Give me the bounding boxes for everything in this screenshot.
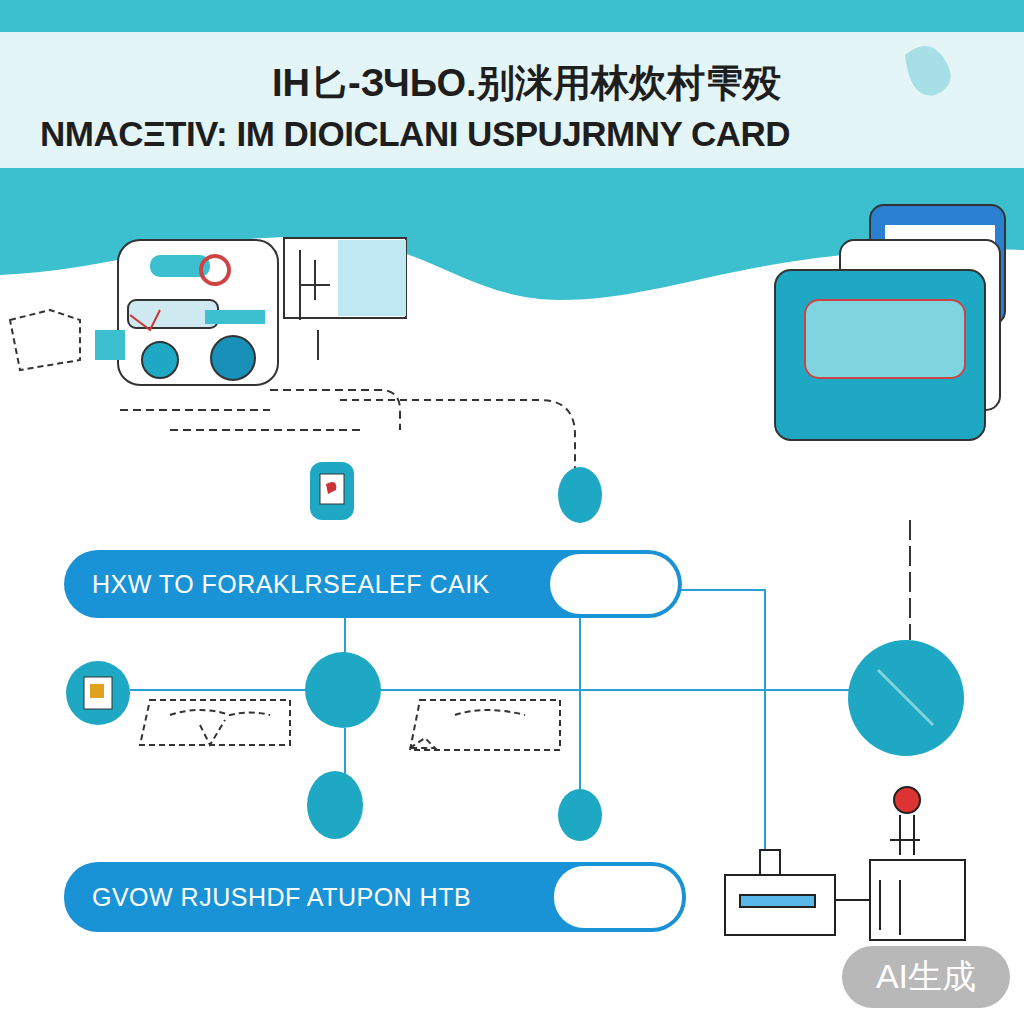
corner-blob [905, 46, 951, 95]
garbled-heading: ΙΗ匕-ЗЧЬО.别洣用林炊村雫殁 [272, 58, 1012, 109]
scribble [140, 700, 560, 750]
title-strip [0, 32, 1024, 168]
diagram-title: NMACΞTIV: IM DIOICLANI USPUJRMNY CARD [40, 114, 1020, 154]
pill-label: GVOW RJUSHDF ATUPON HTB [92, 862, 471, 932]
pill-end [554, 866, 682, 928]
pill-end [550, 554, 678, 614]
pill-box: GVOW RJUSHDF ATUPON HTB [64, 862, 686, 932]
machine-illustration [725, 787, 965, 940]
folder-illustration [775, 205, 1005, 440]
pill-label: HXW TO FORAKLRSEALEF CAIK [92, 550, 490, 618]
watermark: AI生成 [842, 946, 1010, 1008]
pill-box: HXW TO FORAKLRSEALEF CAIK [64, 550, 682, 618]
wave [0, 237, 1024, 1024]
device-illustration [10, 238, 575, 470]
node-circle [66, 462, 964, 841]
